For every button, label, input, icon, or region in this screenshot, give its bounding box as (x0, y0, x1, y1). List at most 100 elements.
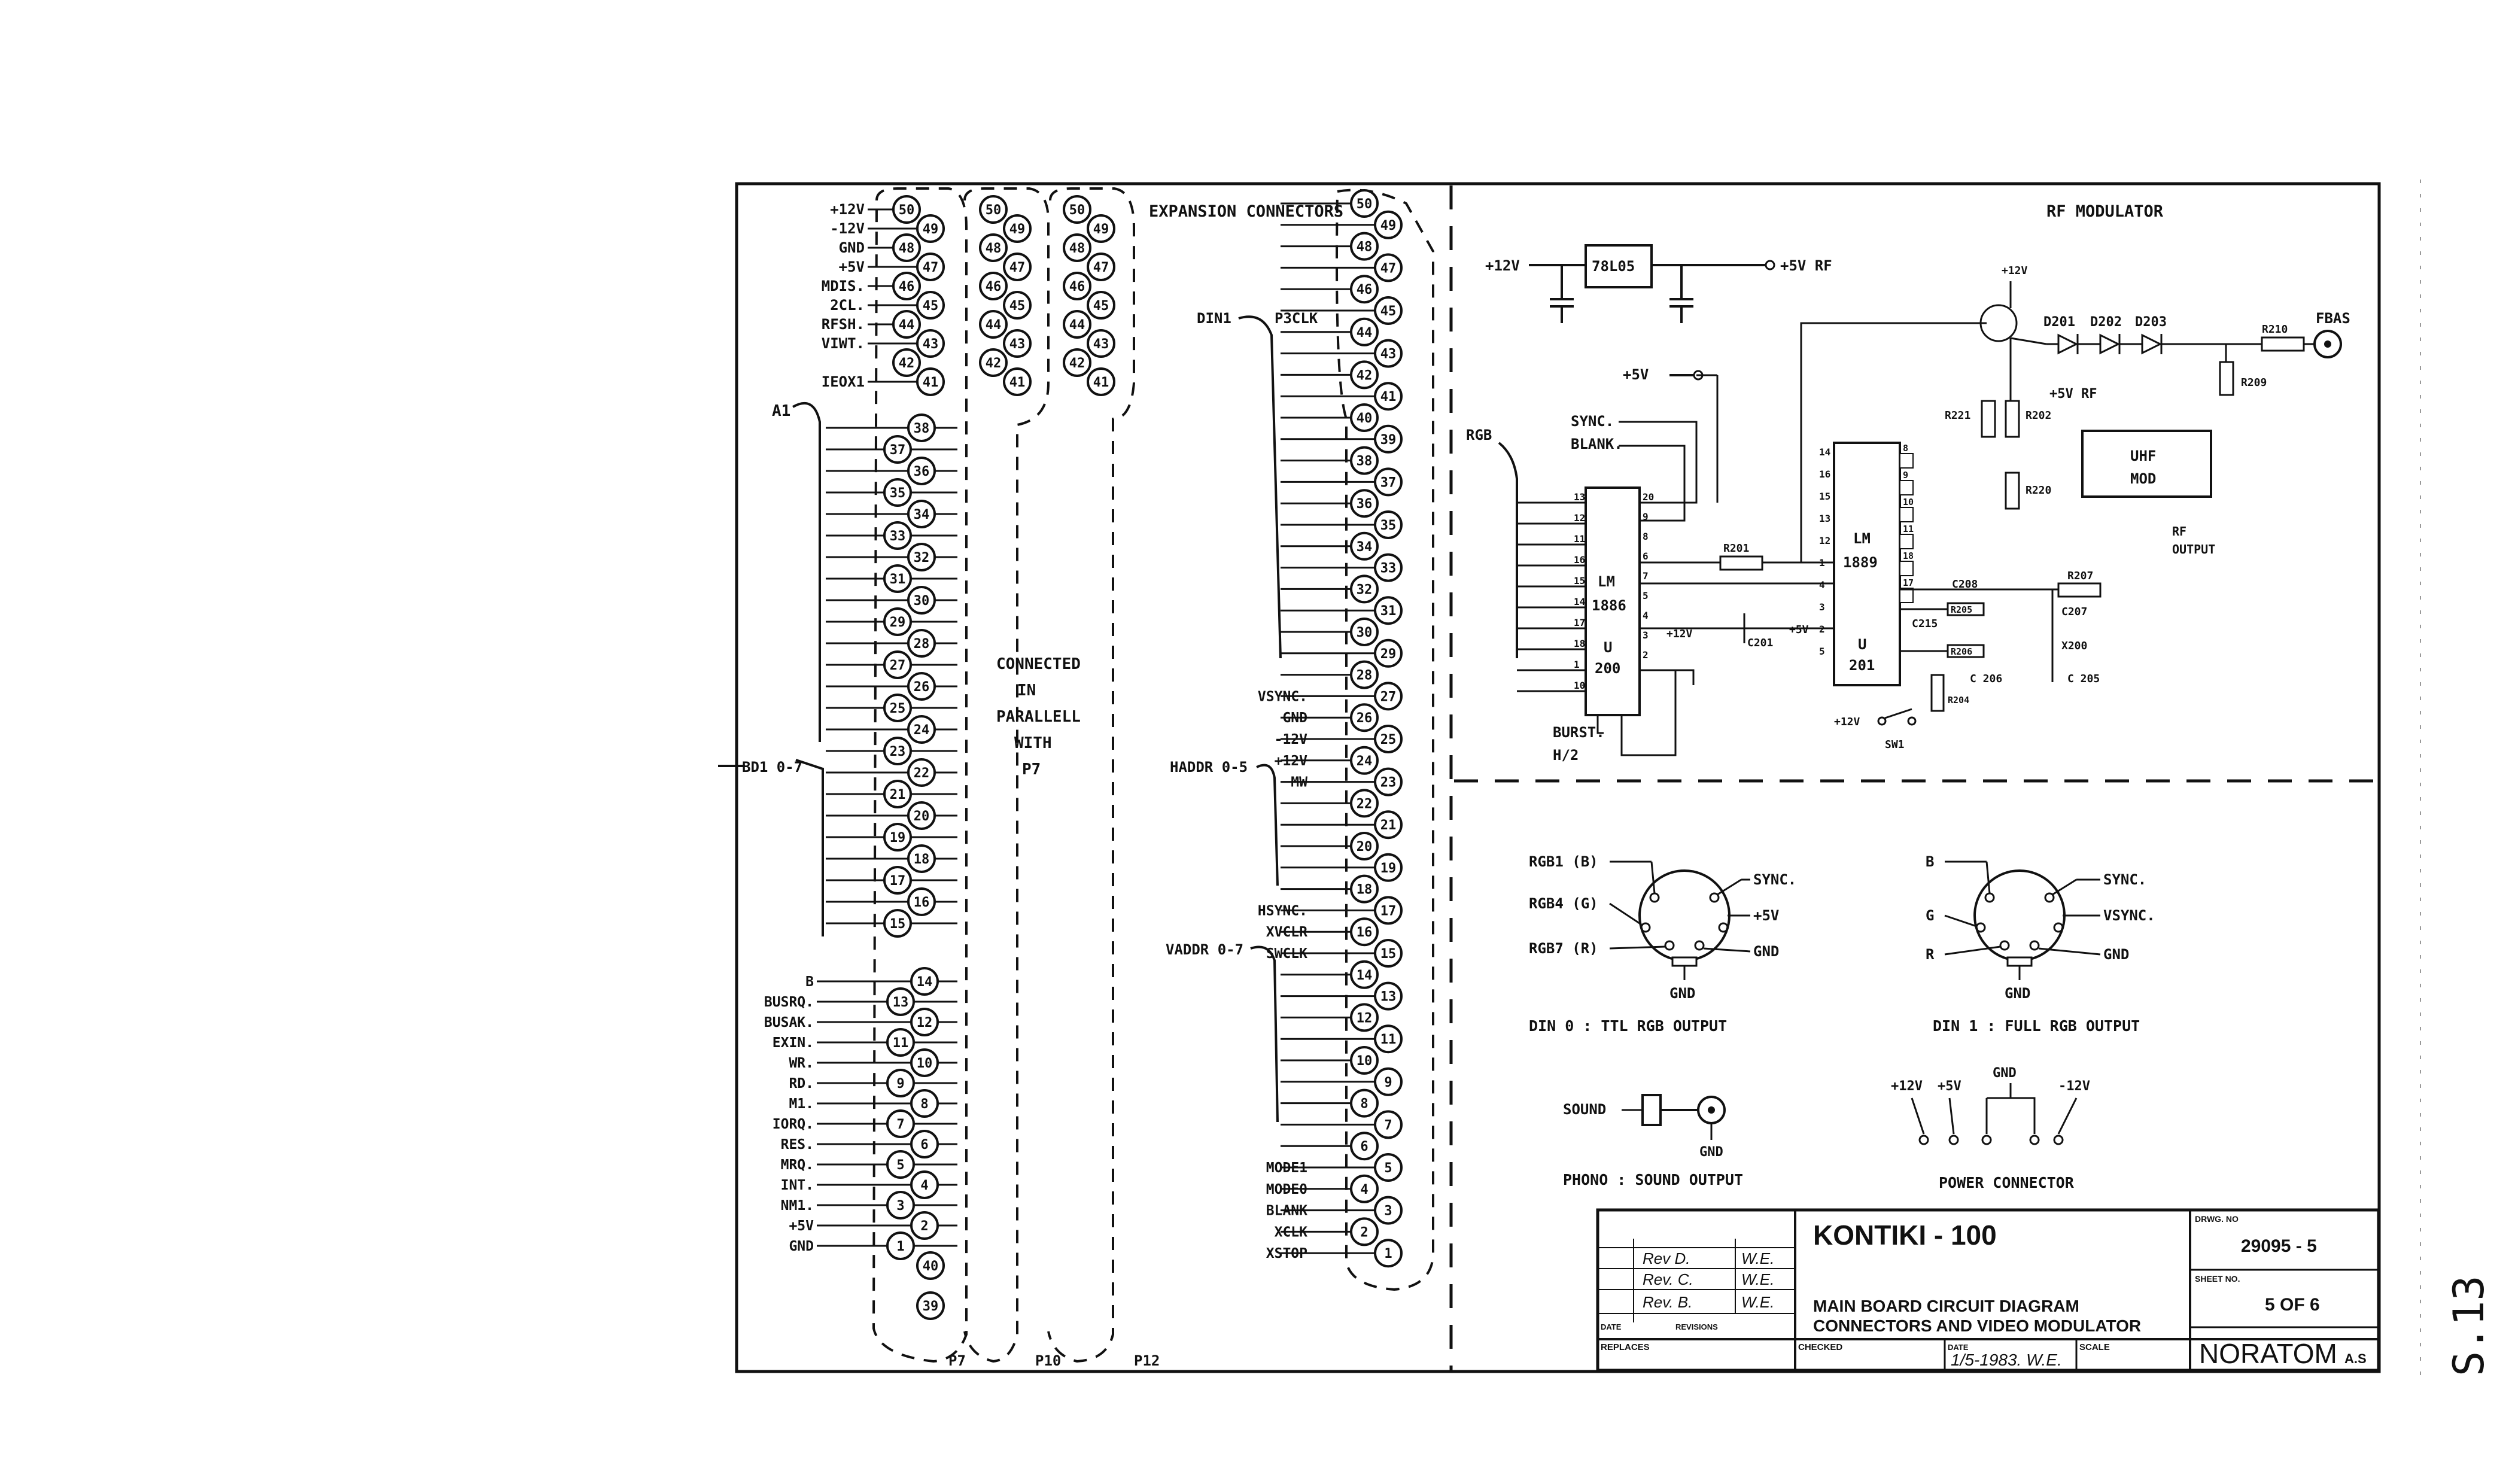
p7-signal-label: IEOX1 (822, 373, 865, 390)
svg-text:9: 9 (1903, 470, 1908, 481)
svg-text:1: 1 (1574, 659, 1580, 670)
svg-text:17: 17 (890, 874, 906, 889)
svg-text:36: 36 (1357, 497, 1373, 512)
din0-caption: DIN 0 : TTL RGB OUTPUT (1529, 1017, 1727, 1035)
expansion-signal-label: VSYNC. (1258, 689, 1307, 704)
title-block: Rev D. W.E. Rev. C. W.E. Rev. B. W.E. DA… (1596, 1208, 2380, 1372)
svg-text:50: 50 (1357, 197, 1373, 212)
revision-d: Rev D. (1643, 1249, 1690, 1267)
svg-text:4: 4 (1360, 1182, 1368, 1197)
p12-pin: 46 (1063, 272, 1091, 300)
svg-text:24: 24 (1357, 754, 1373, 769)
phono-connector: SOUND GND PHONO : SOUND OUTPUT (1563, 1094, 1743, 1188)
svg-text:20: 20 (1643, 491, 1654, 503)
din0-pin-rgb1: RGB1 (B) (1529, 853, 1598, 870)
expansion-pin: 37 (1374, 467, 1403, 497)
c206-label: C 206 (1970, 673, 2002, 685)
expansion-connectors-title: EXPANSION CONNECTORS (1149, 202, 1343, 221)
svg-text:46: 46 (899, 279, 915, 294)
expansion-pin: 29 (1374, 638, 1403, 668)
svg-text:45: 45 (1009, 299, 1026, 314)
u200-text-2: 1886 (1592, 597, 1626, 614)
c208-label: C208 (1952, 578, 1978, 591)
expansion-pin: 49 (1374, 210, 1403, 239)
svg-text:10: 10 (917, 1056, 933, 1071)
p7-signal-label: 2CL. (830, 297, 865, 314)
sw1-v12: +12V (1834, 716, 1860, 728)
svg-text:46: 46 (986, 279, 1002, 294)
p7-signal-label: BUSAK. (764, 1015, 814, 1030)
resistor-r207 (2057, 582, 2102, 598)
uhf-modulator (2081, 430, 2212, 498)
p10-pin: 49 (1003, 214, 1032, 243)
p7-pin: 11 (886, 1028, 915, 1057)
expansion-pin: 16 (1350, 917, 1379, 947)
margin-note: S.13 (2444, 1275, 2493, 1376)
svg-text:31: 31 (890, 572, 906, 587)
svg-text:38: 38 (1357, 454, 1373, 469)
svg-text:15: 15 (1574, 575, 1585, 586)
svg-text:38: 38 (914, 421, 930, 436)
p7-pin: 22 (907, 758, 936, 787)
expansion-signal-label: GND (1282, 710, 1307, 726)
p3clk-label: P3CLK (1275, 310, 1318, 327)
p10-outline (963, 187, 1050, 1363)
p7-signal-label: EXIN. (773, 1035, 814, 1051)
svg-text:20: 20 (914, 809, 930, 824)
svg-text:47: 47 (1009, 260, 1026, 275)
svg-text:10: 10 (1903, 497, 1914, 507)
svg-text:37: 37 (1380, 475, 1397, 490)
u200-text-1: LM (1598, 573, 1615, 590)
svg-text:14: 14 (1574, 596, 1585, 607)
svg-text:16: 16 (1357, 925, 1373, 940)
sync-label: SYNC. (1571, 413, 1614, 430)
svg-text:35: 35 (890, 486, 906, 501)
din1-caption: DIN 1 : FULL RGB OUTPUT (1933, 1017, 2140, 1035)
p7-pin: 20 (907, 801, 936, 830)
svg-text:40: 40 (923, 1259, 939, 1274)
svg-text:33: 33 (1380, 561, 1397, 576)
svg-text:5: 5 (896, 1158, 904, 1173)
p10-pin: 48 (979, 233, 1008, 262)
expansion-pin: 11 (1374, 1024, 1403, 1054)
drawing-frame (735, 182, 2381, 1373)
expansion-pin: 26 (1350, 703, 1379, 732)
p7-signal-label: VIWT. (822, 335, 865, 352)
din1-pin-g: G (1926, 907, 1934, 924)
expansion-pin: 43 (1374, 339, 1403, 368)
c207-label: C207 (2061, 606, 2087, 618)
p7-signal-label: M1. (789, 1096, 814, 1112)
expansion-pin: 2 (1350, 1217, 1379, 1246)
p7-pin: 12 (910, 1008, 939, 1036)
svg-text:9: 9 (1384, 1075, 1392, 1090)
svg-text:44: 44 (899, 318, 915, 333)
u201-text-3: U (1858, 636, 1866, 653)
svg-text:16: 16 (1574, 554, 1585, 565)
svg-text:28: 28 (914, 637, 930, 652)
connector-name-p7: P7 (948, 1352, 966, 1369)
bus-a-label: A1 (772, 402, 790, 420)
expansion-signal-label: XCLK (1275, 1224, 1308, 1240)
expansion-signal-label: BLANK (1266, 1203, 1307, 1219)
h2-label: H/2 (1553, 747, 1579, 764)
sheet-no: 5 OF 6 (2265, 1295, 2320, 1315)
x200-label: X200 (2061, 640, 2087, 652)
svg-text:4: 4 (1643, 610, 1649, 621)
din1-pin-gnd-shield: GND (2005, 985, 2030, 1002)
p10-pin: 44 (979, 310, 1008, 339)
expansion-pin: 28 (1350, 660, 1379, 689)
p7-pin: 32 (907, 543, 936, 571)
svg-text:6: 6 (920, 1138, 928, 1152)
phono-gnd-label: GND (1699, 1145, 1723, 1160)
expansion-connector-pins: 5049484746454443424140393837363534333231… (1281, 189, 1403, 1268)
rf-modulator-title: RF MODULATOR (2046, 202, 2164, 221)
p7-signal-label: INT. (781, 1178, 814, 1193)
p7-pin: 31 (883, 564, 912, 593)
svg-text:7: 7 (1384, 1118, 1392, 1133)
svg-text:42: 42 (899, 356, 915, 371)
expansion-pin: 30 (1350, 618, 1379, 646)
expansion-pin: 23 (1374, 767, 1403, 796)
din1-connector: B G R SYNC. VSYNC. GND GND DIN 1 : FULL … (1926, 853, 2155, 1035)
p7-pin: 9 (886, 1069, 915, 1097)
